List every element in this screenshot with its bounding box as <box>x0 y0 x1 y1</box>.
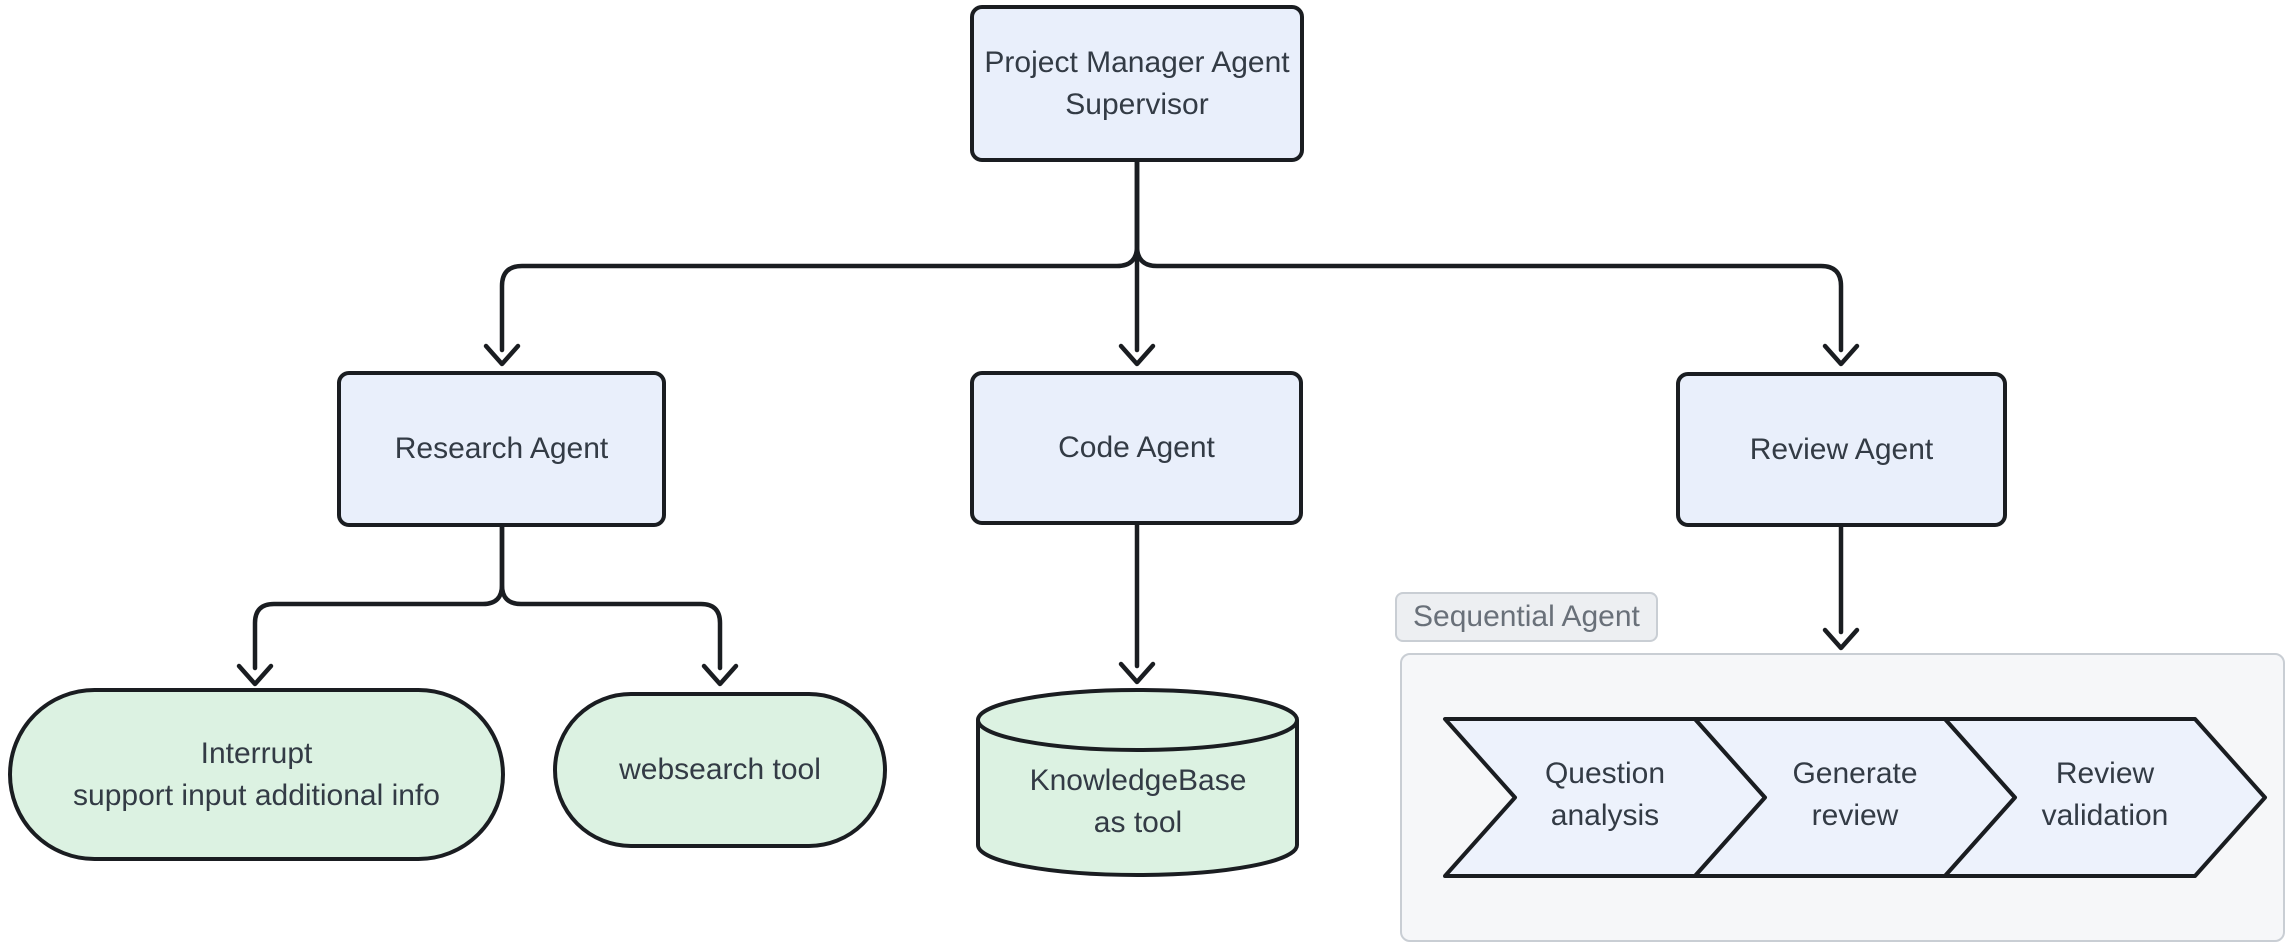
arrowhead-websearch <box>701 663 739 687</box>
knowledgebase-cylinder-body <box>976 720 1299 877</box>
node-label-line: Project Manager Agent <box>984 45 1290 79</box>
chevron-label-generate-review: Generate review <box>1735 753 1975 837</box>
cluster-title-text: Sequential Agent <box>1413 600 1640 633</box>
step-label-line: Generate <box>1792 757 1918 790</box>
node-code-agent: Code Agent <box>970 371 1303 525</box>
step-label-line: Review <box>2055 757 2155 790</box>
chevron-label-review-validation: Review validation <box>1985 753 2225 837</box>
step-label-line: review <box>1811 799 1899 832</box>
node-review-agent: Review Agent <box>1676 372 2007 527</box>
arrowhead-cluster <box>1822 627 1860 651</box>
node-label-line: Supervisor <box>1065 87 1209 121</box>
node-interrupt: Interrupt support input additional info <box>8 688 505 861</box>
arrowhead-research <box>483 343 521 367</box>
edge-research-interrupt <box>252 524 505 671</box>
arrowhead-code <box>1118 343 1156 367</box>
node-label-line: KnowledgeBase <box>1029 764 1247 797</box>
step-label-line: Question <box>1544 757 1666 790</box>
chevron-label-question-analysis: Question analysis <box>1485 753 1725 837</box>
edge-research-websearch <box>499 524 723 671</box>
step-label-line: analysis <box>1550 799 1660 832</box>
node-label-line: Interrupt <box>200 736 313 770</box>
arrowhead-knowledgebase <box>1118 661 1156 685</box>
sequential-agent-title: Sequential Agent <box>1395 592 1658 642</box>
node-label: Research Agent <box>394 432 609 465</box>
node-label-line: support input additional info <box>73 778 440 812</box>
node-project-manager-supervisor: Project Manager Agent Supervisor <box>970 5 1304 162</box>
chevron-review-validation <box>1943 717 2267 878</box>
arrowhead-interrupt <box>236 663 274 687</box>
node-label: websearch tool <box>619 753 821 786</box>
node-knowledgebase-label: KnowledgeBase as tool <box>978 760 1298 844</box>
knowledgebase-cylinder-top <box>976 688 1299 752</box>
step-label-line: validation <box>2041 799 2169 832</box>
node-research-agent: Research Agent <box>337 371 666 527</box>
node-label: Review Agent <box>1749 432 1934 466</box>
node-label-line: as tool <box>1093 806 1183 839</box>
edge-supervisor-review <box>1134 159 1844 353</box>
arrowhead-review <box>1822 343 1860 367</box>
edge-supervisor-research <box>499 159 1140 353</box>
node-label: Code Agent <box>1058 431 1215 464</box>
node-websearch-tool: websearch tool <box>553 692 887 848</box>
